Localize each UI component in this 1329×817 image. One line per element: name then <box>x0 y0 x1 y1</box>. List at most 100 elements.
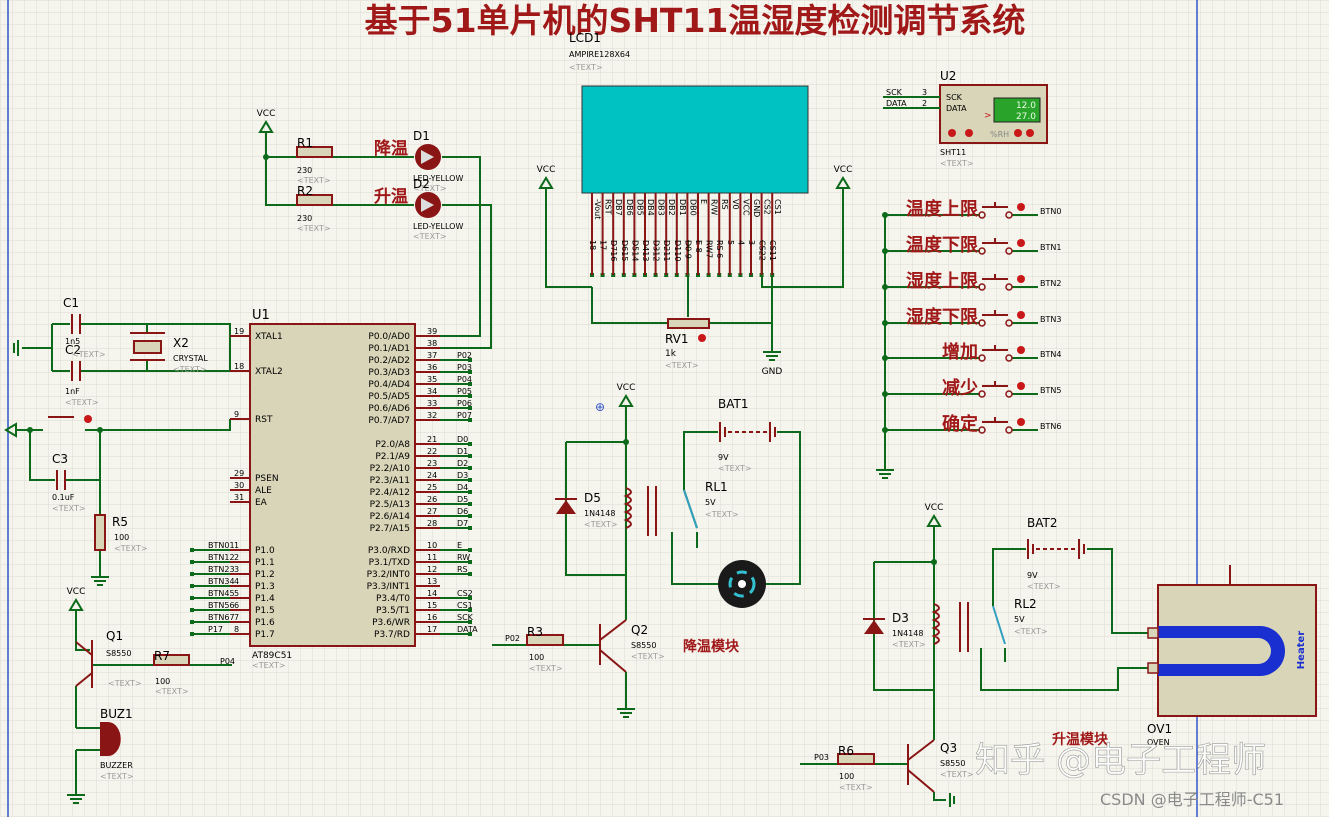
text-placeholder: <TEXT> <box>665 361 699 370</box>
junction-dot <box>882 320 888 326</box>
resistor-r5 <box>94 514 106 551</box>
mcu-pin-name: P1.0 <box>255 546 275 556</box>
mcu-pin-num: 7 <box>234 613 239 622</box>
transistor-part: S8550 <box>106 649 131 658</box>
net-label: P17 <box>208 625 223 634</box>
net-terminal <box>468 466 472 470</box>
zhihu-watermark: 知乎 @电子工程师 <box>975 741 1266 781</box>
sht11-ref: U2 <box>940 69 956 83</box>
net-terminal <box>468 406 472 410</box>
lcd-pin-name: GND <box>752 199 761 217</box>
resistor-ref: R1 <box>297 136 313 150</box>
mcu-body <box>249 323 416 647</box>
button-indicator <box>1017 311 1025 319</box>
net-terminal <box>468 454 472 458</box>
mcu-pin-num: 21 <box>427 435 437 444</box>
crystal-ref: X2 <box>173 336 189 350</box>
net-terminal <box>468 502 472 506</box>
mcu-pin-num: 22 <box>427 447 437 456</box>
mcu-pin-name: P3.1/TXD <box>369 558 410 568</box>
net-terminal <box>468 370 472 374</box>
mcu-pin-num: 37 <box>427 351 437 360</box>
crystal-part: CRYSTAL <box>173 354 208 363</box>
relay-coil-icon <box>931 603 940 645</box>
resistor-value: 100 <box>114 533 129 542</box>
vcc-label: VCC <box>617 383 636 393</box>
mcu-pin-name: P3.6/WR <box>372 618 410 628</box>
resistor-r7 <box>153 654 190 666</box>
net-terminal <box>190 620 194 624</box>
heater-element-icon <box>1158 626 1285 676</box>
button-contact <box>978 319 986 327</box>
button-label: 增加 <box>942 341 978 363</box>
button-contact <box>978 247 986 255</box>
button-contact <box>978 283 986 291</box>
net-label: P05 <box>457 387 472 396</box>
oven-body <box>1157 584 1317 717</box>
wire <box>980 648 1150 691</box>
led-label: 升温 <box>374 187 408 207</box>
button-indicator <box>1017 382 1025 390</box>
text-placeholder: <TEXT> <box>1027 582 1061 591</box>
mcu-pin-num: 39 <box>427 327 437 336</box>
text-placeholder: <TEXT> <box>52 504 86 513</box>
net-label: BTN4 <box>1040 350 1061 359</box>
mcu-pin-num: 17 <box>427 625 437 634</box>
cap-ref: C3 <box>52 452 68 466</box>
net-label: E <box>457 541 462 550</box>
mcu-pin-num: 5 <box>234 589 239 598</box>
oven-terminal <box>1147 662 1159 674</box>
mcu-pin-num: 36 <box>427 363 437 372</box>
diode-part: 1N4148 <box>892 629 923 638</box>
net-label: P07 <box>457 411 472 420</box>
lcd-pin-name: DB0 <box>688 199 697 216</box>
resistor-ref: R6 <box>838 744 854 758</box>
net-terminal <box>468 548 472 552</box>
mcu-pin-name: P3.5/T1 <box>376 606 410 616</box>
sht11-button-icon <box>965 129 973 137</box>
cap-value: 0.1uF <box>52 493 75 502</box>
mcu-pin-name: P2.6/A14 <box>370 512 411 522</box>
net-label: BTN01 <box>208 541 235 550</box>
led-part: LED-YELLOW <box>413 174 463 183</box>
text-placeholder: <TEXT> <box>839 783 873 792</box>
mcu-pin-name: P0.1/AD1 <box>368 344 410 354</box>
text-placeholder: <TEXT> <box>1014 627 1048 636</box>
net-terminal <box>190 632 194 636</box>
crystal-body <box>133 340 162 354</box>
button-label: 湿度下限 <box>906 306 979 328</box>
text-placeholder: <TEXT> <box>72 350 106 359</box>
resistor-value: 100 <box>155 677 170 686</box>
vcc-label: VCC <box>834 165 853 175</box>
wire <box>85 419 231 431</box>
button-label: 温度上限 <box>906 198 979 220</box>
lcd-pin-num: 4 <box>736 240 745 245</box>
mcu-pin-name: P2.5/A13 <box>370 500 410 510</box>
mcu-pin-name: P2.3/A11 <box>370 476 410 486</box>
mcu-pin-name: P1.1 <box>255 558 275 568</box>
mcu-pin-num: 24 <box>427 471 437 480</box>
mcu-pin-num: 12 <box>427 565 437 574</box>
net-label: SCK <box>886 88 903 97</box>
lcd-pin-name: CS2 <box>763 199 772 215</box>
wire <box>565 442 626 576</box>
button-indicator <box>1017 346 1025 354</box>
text-placeholder: <TEXT> <box>413 184 447 193</box>
net-terminal <box>468 382 472 386</box>
led-ref: D1 <box>413 129 430 143</box>
cap-ref: C1 <box>63 296 79 310</box>
lcd-pin-num: D0 9 <box>683 240 692 259</box>
lcd-pin-name: CS1 <box>773 199 782 215</box>
net-label: D1 <box>457 447 468 456</box>
text-placeholder: <TEXT> <box>940 770 974 779</box>
oven-terminal <box>1147 627 1159 639</box>
lcd-pin-num: 3 <box>747 240 756 245</box>
mcu-pin-name: P2.0/A8 <box>375 440 410 450</box>
lcd-ref: LCD1 <box>569 31 601 45</box>
wire <box>591 287 668 324</box>
net-terminal <box>468 572 472 576</box>
text-placeholder: <TEXT> <box>297 224 331 233</box>
net-label: BTN0 <box>1040 207 1061 216</box>
gnd-label: GND <box>762 367 783 377</box>
vcc-label: VCC <box>67 587 86 597</box>
